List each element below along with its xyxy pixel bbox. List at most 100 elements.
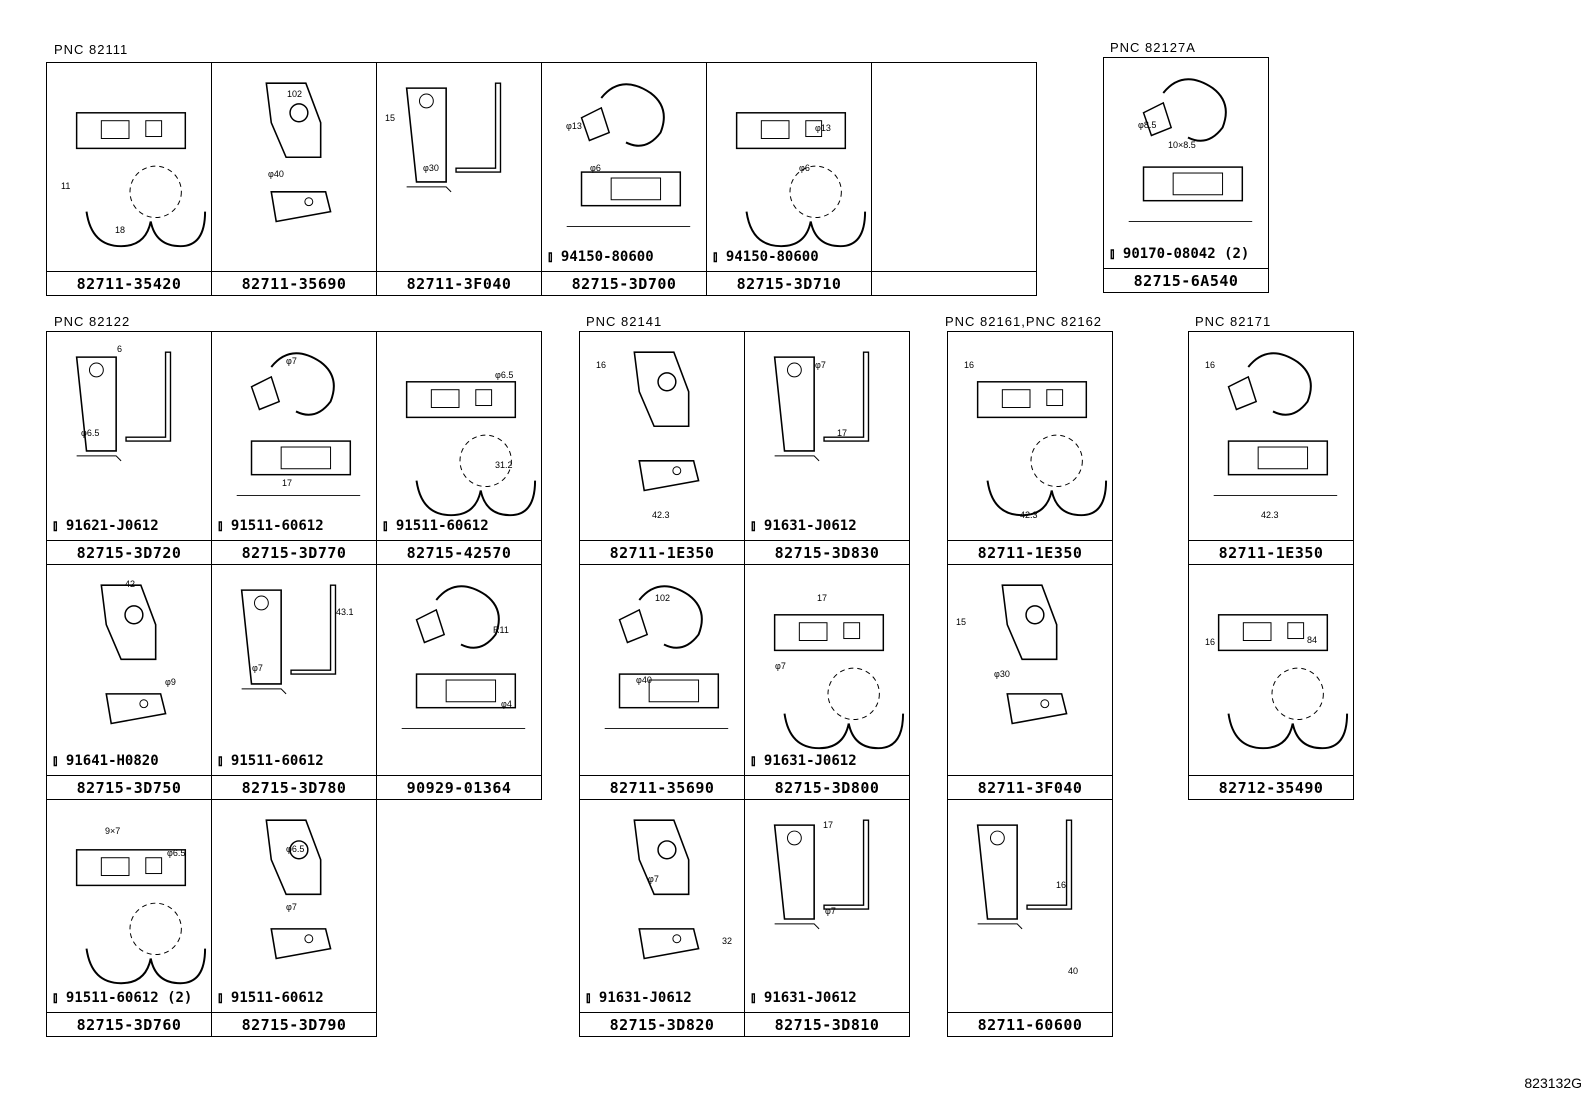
part-illustration [976, 381, 1108, 517]
bolt-number: 91631-J0612 [763, 753, 857, 769]
dimension-label: φ40 [268, 169, 284, 179]
part-illustration [75, 351, 172, 462]
part-number[interactable]: 82711-35690 [212, 271, 376, 295]
dimension-label: 9×7 [105, 826, 121, 836]
part-number[interactable]: 82715-42570 [377, 540, 541, 564]
part-number[interactable]: 82715-3D780 [212, 775, 376, 799]
part-illustration [75, 849, 207, 985]
bolt-number: 91511-60612 [230, 518, 324, 534]
bolt-number: 90170-08042 (2) [1122, 246, 1250, 262]
part-number[interactable]: 82715-3D710 [707, 271, 871, 295]
dimension-label: 43.1 [336, 607, 354, 617]
dimension-label: 42.3 [652, 510, 670, 520]
part-number[interactable]: 82711-1E350 [948, 540, 1112, 564]
bolt-icon: ⫾ [53, 518, 66, 534]
part-cell: 15 φ30 82711-3F040 [947, 564, 1113, 800]
part-illustration [75, 112, 207, 248]
dimension-label: φ6.5 [81, 428, 100, 438]
dimension-label: 16 [1056, 880, 1067, 890]
bolt-number: 91511-60612 [395, 518, 489, 534]
dimension-label: 18 [115, 225, 126, 235]
part-number[interactable]: 82711-3F040 [377, 271, 541, 295]
part-number[interactable]: 90929-01364 [377, 775, 541, 799]
dimension-label: φ6.5 [167, 848, 186, 858]
dimension-label: 16 [596, 360, 607, 370]
part-number[interactable]: 82715-3D800 [745, 775, 909, 799]
part-number[interactable]: 82715-3D820 [580, 1012, 744, 1036]
part-cell: φ8.5 10×8.5 ⫾ 90170-08042 (2) 82715-6A540 [1103, 57, 1269, 293]
part-cell: 43.1 φ7 ⫾ 91511-60612 82715-3D780 [211, 564, 377, 800]
dimension-label: 17 [837, 428, 848, 438]
part-number-empty [872, 271, 1036, 295]
dimension-label: 10×8.5 [1168, 140, 1196, 150]
part-number[interactable]: 82715-3D810 [745, 1012, 909, 1036]
dimension-label: φ40 [636, 675, 652, 685]
part-number[interactable]: 82715-3D830 [745, 540, 909, 564]
part-number[interactable]: 82715-3D790 [212, 1012, 376, 1036]
dimension-label: 16 [1205, 637, 1216, 647]
pnc-heading: PNC 82127A [1110, 40, 1196, 55]
bolt-icon: ⫾ [218, 518, 231, 534]
pnc-heading: PNC 82161,PNC 82162 [945, 314, 1103, 329]
bolt-number: 94150-80600 [725, 249, 819, 265]
part-number[interactable]: 82711-35690 [580, 775, 744, 799]
dimension-label: φ6 [590, 163, 601, 173]
part-illustration [773, 819, 870, 930]
dimension-label: φ8.5 [1138, 120, 1157, 130]
dimension-label: 17 [823, 820, 834, 830]
part-number[interactable]: 82715-3D720 [47, 540, 211, 564]
part-illustration [236, 352, 361, 496]
bolt-number: 91511-60612 [230, 753, 324, 769]
part-illustration [566, 83, 691, 227]
bolt-icon: ⫾ [218, 753, 231, 769]
dimension-label: φ7 [286, 902, 297, 912]
dimension-label: φ7 [252, 663, 263, 673]
bolt-icon: ⫾ [713, 249, 726, 265]
part-number[interactable]: 82715-3D700 [542, 271, 706, 295]
part-number[interactable]: 82711-60600 [948, 1012, 1112, 1036]
part-illustration [1001, 584, 1068, 725]
fastener-part-number: ⫾ 90170-08042 (2) [1110, 246, 1249, 262]
dimension-label: φ9 [165, 677, 176, 687]
part-number[interactable]: 82715-3D770 [212, 540, 376, 564]
dimension-label: φ7 [648, 874, 659, 884]
dimension-label: 17 [817, 593, 828, 603]
dimension-label: 15 [956, 617, 967, 627]
pnc-heading: PNC 82171 [1195, 314, 1272, 329]
fastener-part-number: ⫾ 91631-J0612 [751, 990, 857, 1006]
part-illustration [405, 381, 537, 517]
part-number[interactable]: 82711-35420 [47, 271, 211, 295]
bolt-number: 91631-J0612 [763, 518, 857, 534]
part-number[interactable]: 82715-3D760 [47, 1012, 211, 1036]
bolt-icon: ⫾ [548, 249, 561, 265]
dimension-label: 16 [964, 360, 975, 370]
fastener-part-number: ⫾ 91511-60612 [218, 518, 324, 534]
part-number[interactable]: 82715-6A540 [1104, 268, 1268, 292]
part-number[interactable]: 82711-1E350 [580, 540, 744, 564]
diagram-code: 823132G [1524, 1075, 1582, 1091]
part-illustration [1128, 78, 1253, 222]
bolt-number: 91631-J0612 [598, 990, 692, 1006]
bolt-icon: ⫾ [383, 518, 396, 534]
bolt-number: 91621-J0612 [65, 518, 159, 534]
dimension-label: φ30 [994, 669, 1010, 679]
part-number[interactable]: 82712-35490 [1189, 775, 1353, 799]
part-number[interactable]: 82715-3D750 [47, 775, 211, 799]
bolt-number: 91641-H0820 [65, 753, 159, 769]
dimension-label: 32 [722, 936, 733, 946]
bolt-icon: ⫾ [218, 990, 231, 1006]
fastener-part-number: ⫾ 91641-H0820 [53, 753, 159, 769]
part-number[interactable]: 82711-3F040 [948, 775, 1112, 799]
part-number[interactable]: 82711-1E350 [1189, 540, 1353, 564]
